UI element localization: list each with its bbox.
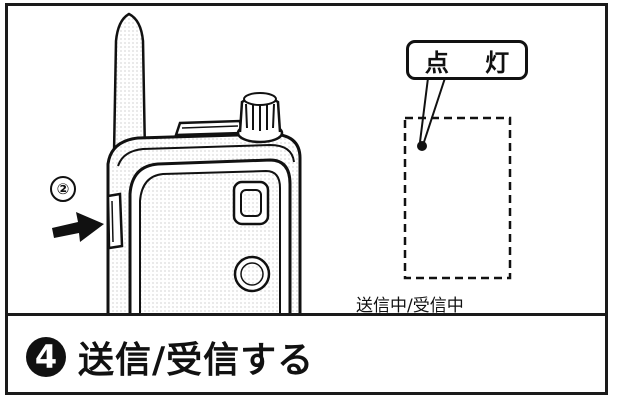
manual-frame: 点 灯 ② 送信中/受信中 4 送信/受信する — [5, 3, 608, 395]
radio-body — [106, 92, 302, 316]
step-marker: ② — [50, 176, 76, 202]
indicator-lamp — [417, 141, 427, 151]
antenna — [111, 12, 148, 158]
volume-knob — [236, 92, 284, 144]
section-heading: 4 送信/受信する — [26, 332, 314, 382]
ptt-button — [106, 192, 124, 250]
press-arrow — [52, 212, 104, 242]
section-title: 送信/受信する — [78, 340, 315, 381]
indicator-caption: 送信中/受信中 — [356, 296, 464, 316]
lamp-lit-label: 点 灯 — [406, 40, 528, 80]
section-divider — [8, 313, 605, 316]
indicator-box — [403, 77, 512, 280]
step-number-badge: 4 — [26, 337, 66, 377]
radio-illustration — [52, 12, 512, 316]
